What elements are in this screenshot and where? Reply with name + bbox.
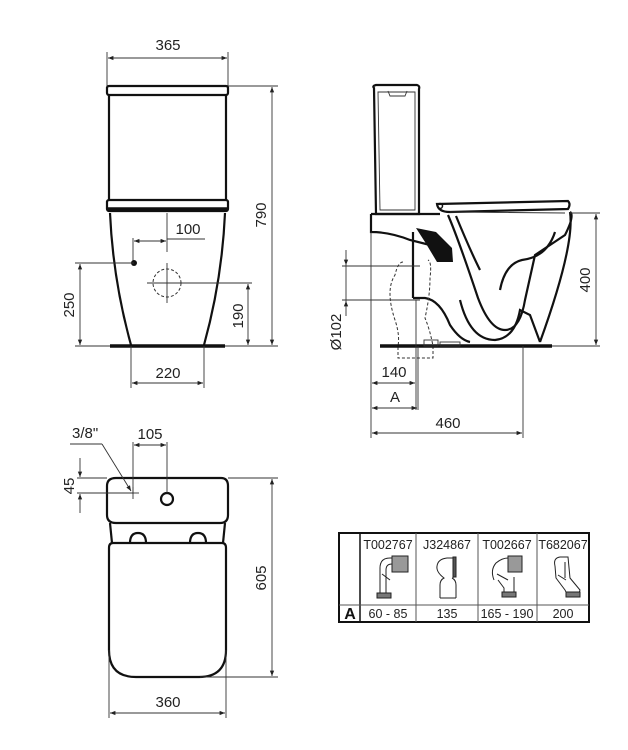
dim-adjustable-A: A [390,389,400,406]
connector-table: T002767 J324867 T002667 T682067 [338,532,590,623]
dim-width-360: 360 [155,694,180,711]
dim-length-605: 605 [253,565,270,590]
front-view: 365 790 100 250 [61,37,278,388]
table-row-label-A: A [344,606,356,623]
dim-outlet-height-190: 190 [230,303,247,328]
angled-connector-icon [554,556,581,598]
connector-value-3: 165 - 190 [481,607,534,621]
side-view: 400 Ø102 140 A 460 [328,83,600,438]
dim-height-790: 790 [253,202,270,227]
dim-inlet-offset-100: 100 [175,221,200,238]
offset-bend-connector-icon [491,555,523,598]
dim-base-width-220: 220 [155,365,180,382]
top-view: 3/8" 105 45 605 360 [61,425,278,718]
dim-outlet-diameter: Ø102 [328,314,345,351]
connector-code-4: T682067 [538,538,587,552]
dim-outlet-distance-140: 140 [381,364,406,381]
connector-code-1: T002767 [363,538,412,552]
dim-inlet-offset-105: 105 [137,426,162,443]
bend-90-connector-icon [376,555,409,599]
label-inlet-thread: 3/8" [72,425,98,442]
connector-code-2: J324867 [423,538,471,552]
dim-depth-460: 460 [435,415,460,432]
connector-value-2: 135 [437,607,458,621]
offset-connector-icon [436,556,457,599]
dim-width-365: 365 [155,37,180,54]
dim-seat-height-400: 400 [577,267,594,292]
dim-inlet-offset-45: 45 [61,478,78,495]
connector-value-4: 200 [553,607,574,621]
connector-code-3: T002667 [482,538,531,552]
dim-inlet-height-250: 250 [61,292,78,317]
connector-value-1: 60 - 85 [369,607,408,621]
